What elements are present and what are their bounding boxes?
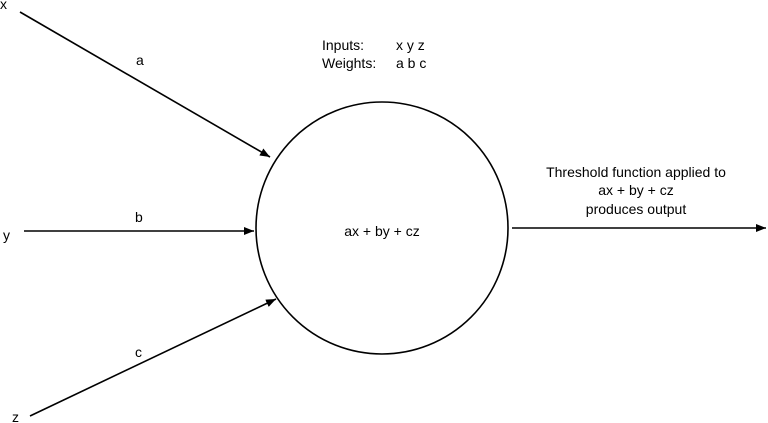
weight-b-label: b: [135, 209, 143, 225]
output-text-line1: Threshold function applied to: [546, 164, 726, 180]
input-x-arrow: [19, 11, 271, 158]
inputs-legend-value: x y z: [396, 37, 425, 53]
neuron-circle: [255, 101, 509, 355]
output-text-line3: produces output: [586, 201, 687, 217]
input-z-arrow: [29, 298, 277, 417]
neuron-formula: ax + by + cz: [344, 223, 419, 239]
output-text-line2: ax + by + cz: [598, 182, 673, 198]
weights-legend-label: Weights:: [322, 55, 376, 71]
weights-legend-value: a b c: [396, 55, 426, 71]
weight-c-label: c: [135, 344, 142, 360]
inputs-legend-label: Inputs:: [322, 37, 364, 53]
input-y-label: y: [3, 227, 10, 243]
input-z-label: z: [12, 409, 19, 423]
input-x-label: x: [0, 0, 7, 12]
weight-a-label: a: [136, 52, 144, 68]
